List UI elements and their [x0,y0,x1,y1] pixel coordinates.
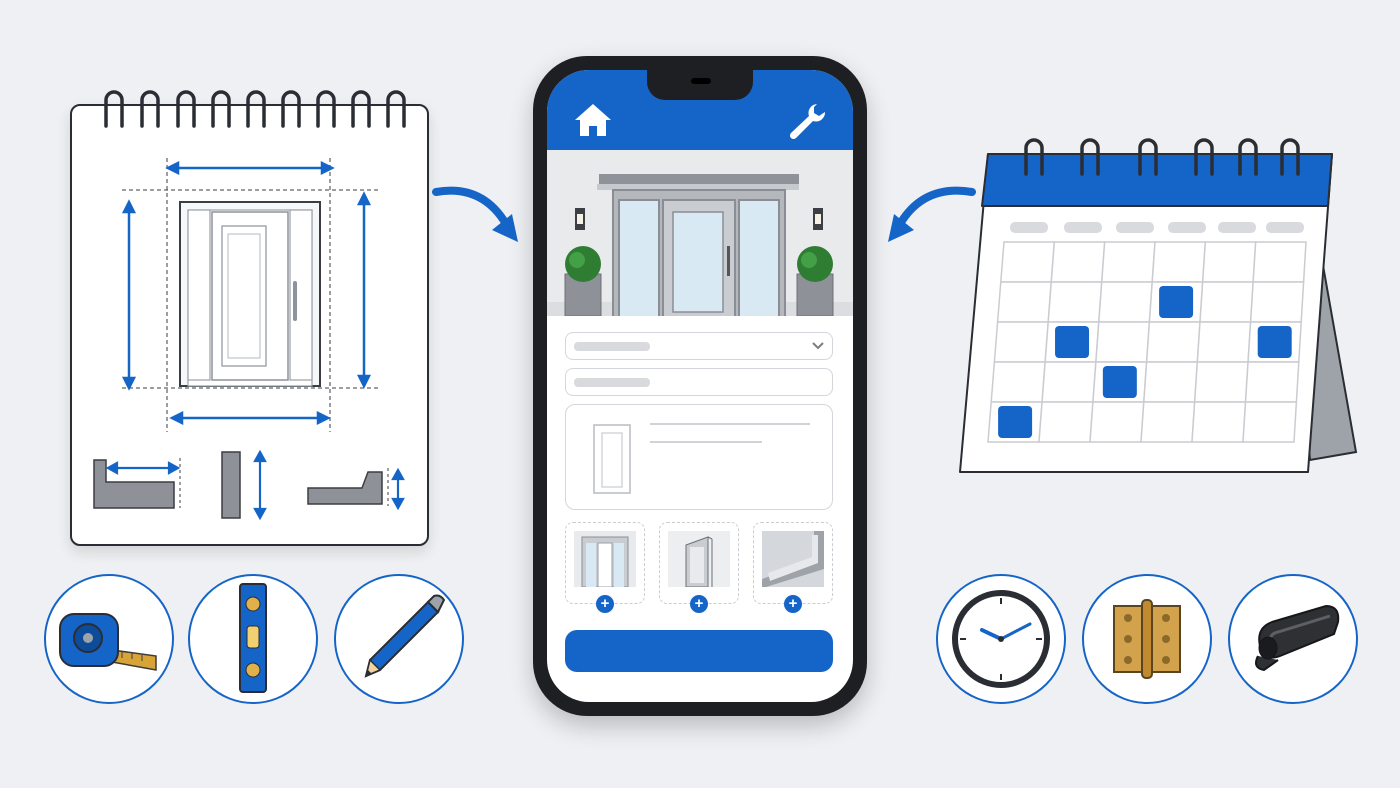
dropdown-select[interactable] [565,332,833,360]
plus-icon[interactable]: + [784,595,802,613]
wrench-icon[interactable] [787,102,827,140]
arrow-right-icon [432,186,518,242]
door-angle-thumbnail [668,531,730,587]
calendar-cell[interactable] [999,241,1056,283]
door-measurement-sketch [93,158,405,521]
dropdown-placeholder [574,342,650,351]
plus-icon[interactable]: + [690,595,708,613]
calendar-cell[interactable] [996,281,1053,323]
calendar-cell[interactable] [1196,321,1252,363]
calendar-grid[interactable] [987,241,1307,443]
calendar-cell[interactable] [1193,361,1249,403]
booked-day-marker[interactable] [1102,366,1137,398]
frame-corner-thumbnail [762,531,824,587]
booked-day-marker[interactable] [1055,326,1090,358]
text-input[interactable] [565,368,833,396]
calendar-cell[interactable] [1038,401,1094,443]
door-photo-thumbnail [574,531,636,587]
door-thumbnail-icon [593,424,631,494]
upload-slot[interactable]: + [565,522,645,613]
phone-screen: + + + [547,70,853,702]
calendar-binding [1024,138,1300,176]
hinge-icon [1082,574,1212,704]
pencil-icon [334,574,464,704]
calendar-cell[interactable] [1191,401,1247,443]
smartphone: + + + [533,56,867,716]
submit-button[interactable] [565,630,833,672]
calendar-cell[interactable] [1199,281,1254,323]
product-card[interactable] [565,404,833,510]
calendar-cell[interactable] [1145,321,1201,363]
clock-icon [936,574,1066,704]
booked-day-marker[interactable] [998,406,1033,438]
spirit-level-icon [188,574,318,704]
calendar-cell[interactable] [1151,241,1207,283]
rubber-seal-icon [1228,574,1358,704]
entrance-door-photo [547,150,853,316]
appointment-calendar [959,153,1358,473]
upload-slot[interactable]: + [659,522,739,613]
notepad-binding [104,90,406,128]
booked-day-marker[interactable] [1159,286,1194,318]
plus-icon[interactable]: + [596,595,614,613]
calendar-cell[interactable] [1142,361,1199,403]
phone-notch [647,70,753,100]
home-icon[interactable] [573,102,613,138]
chevron-down-icon [812,342,824,350]
calendar-cell[interactable] [1252,241,1307,283]
input-placeholder [574,378,650,387]
calendar-cell[interactable] [1249,281,1305,323]
calendar-cell[interactable] [1244,361,1300,403]
calendar-cell[interactable] [1100,241,1156,283]
tape-measure-icon [44,574,174,704]
calendar-cell[interactable] [1097,281,1154,323]
calendar-cell[interactable] [1201,241,1257,283]
calendar-cell[interactable] [993,321,1050,363]
measurement-notepad [70,104,429,546]
calendar-cell[interactable] [1089,401,1145,443]
booked-day-marker[interactable] [1257,326,1292,358]
calendar-cell[interactable] [990,361,1046,403]
upload-slot[interactable]: + [753,522,833,613]
calendar-cell[interactable] [1047,281,1103,323]
calendar-cell[interactable] [1050,241,1106,283]
calendar-cell[interactable] [1095,321,1151,363]
calendar-cell[interactable] [1242,401,1298,443]
calendar-cell[interactable] [1140,401,1196,443]
arrow-left-icon [888,186,976,242]
calendar-cell[interactable] [1041,361,1097,403]
